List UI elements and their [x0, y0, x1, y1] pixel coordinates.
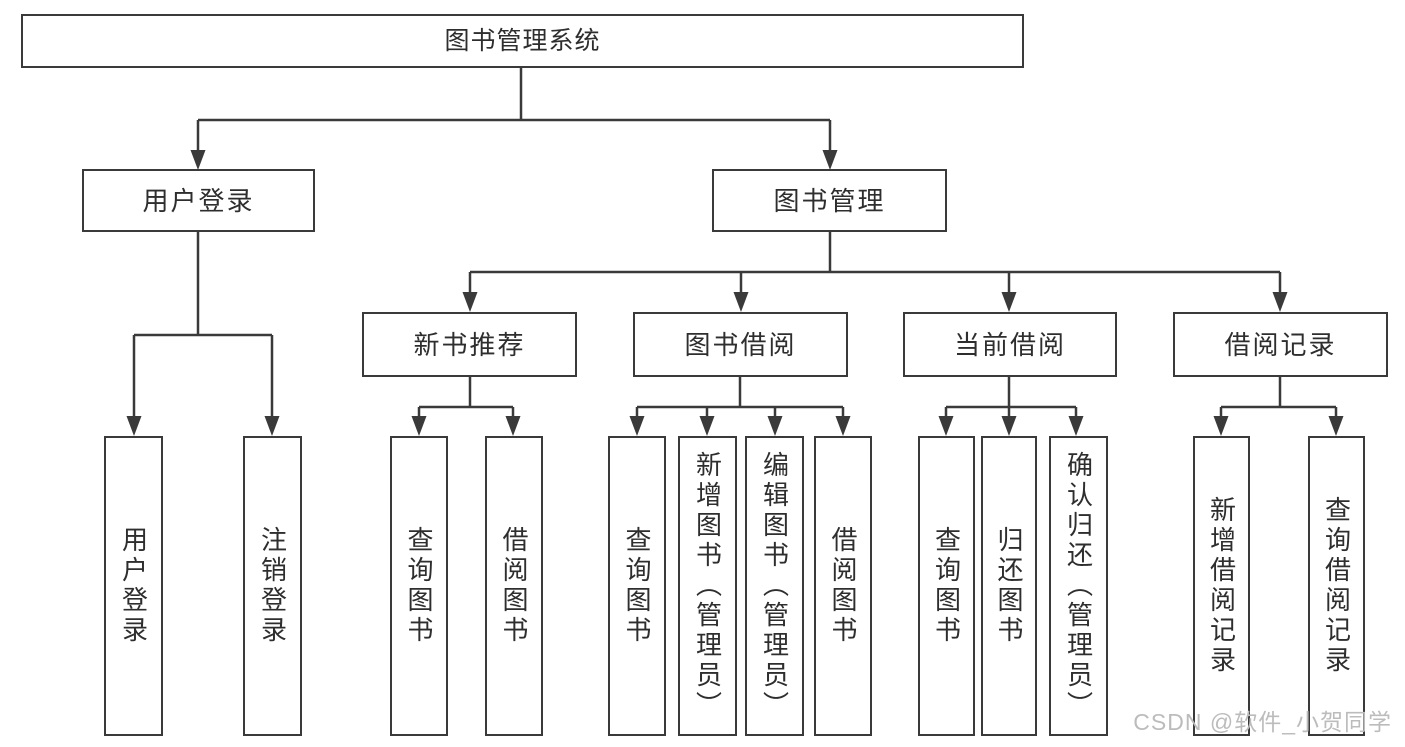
- node-label: 查询图书: [404, 526, 434, 646]
- node-label: 借阅图书: [499, 526, 529, 646]
- node-new-book-recommend: 新书推荐: [362, 312, 577, 377]
- leaf-logout: 注销登录: [243, 436, 302, 736]
- leaf-query-books-3: 查询图书: [918, 436, 975, 736]
- node-label: 借阅图书: [828, 526, 858, 646]
- node-label: 确认归还（管理员）: [1063, 451, 1094, 721]
- leaf-query-books-2: 查询图书: [608, 436, 666, 736]
- node-root-system: 图书管理系统: [21, 14, 1024, 68]
- leaf-confirm-return-admin: 确认归还（管理员）: [1049, 436, 1108, 736]
- node-label: 用户登录: [118, 526, 149, 646]
- leaf-edit-book-admin: 编辑图书（管理员）: [745, 436, 804, 736]
- node-label: 新增图书（管理员）: [692, 451, 723, 721]
- node-label: 图书借阅: [684, 329, 797, 360]
- node-book-management: 图书管理: [712, 169, 947, 232]
- node-label: 图书管理: [773, 185, 886, 216]
- node-label: 编辑图书（管理员）: [759, 451, 790, 721]
- node-label: 查询图书: [931, 526, 962, 646]
- node-current-borrowing: 当前借阅: [903, 312, 1117, 377]
- leaf-query-books-1: 查询图书: [390, 436, 448, 736]
- node-user-login: 用户登录: [82, 169, 315, 232]
- node-label: 归还图书: [994, 526, 1024, 646]
- node-label: 用户登录: [142, 185, 255, 216]
- leaf-query-borrow-record: 查询借阅记录: [1308, 436, 1365, 736]
- node-label: 查询借阅记录: [1321, 496, 1352, 676]
- node-book-borrowing: 图书借阅: [633, 312, 848, 377]
- leaf-borrow-books-1: 借阅图书: [485, 436, 543, 736]
- leaf-return-book: 归还图书: [981, 436, 1037, 736]
- leaf-user-login: 用户登录: [104, 436, 163, 736]
- node-label: 借阅记录: [1224, 329, 1337, 360]
- node-label: 注销登录: [257, 526, 288, 646]
- leaf-borrow-books-2: 借阅图书: [814, 436, 872, 736]
- leaf-add-book-admin: 新增图书（管理员）: [678, 436, 737, 736]
- node-label: 查询图书: [622, 526, 652, 646]
- leaf-add-borrow-record: 新增借阅记录: [1193, 436, 1250, 736]
- node-label: 当前借阅: [953, 329, 1066, 360]
- node-borrowing-records: 借阅记录: [1173, 312, 1388, 377]
- node-label: 图书管理系统: [444, 26, 601, 55]
- watermark-text: CSDN @软件_小贺同学: [1133, 709, 1392, 735]
- node-label: 新增借阅记录: [1206, 496, 1237, 676]
- node-label: 新书推荐: [413, 329, 526, 360]
